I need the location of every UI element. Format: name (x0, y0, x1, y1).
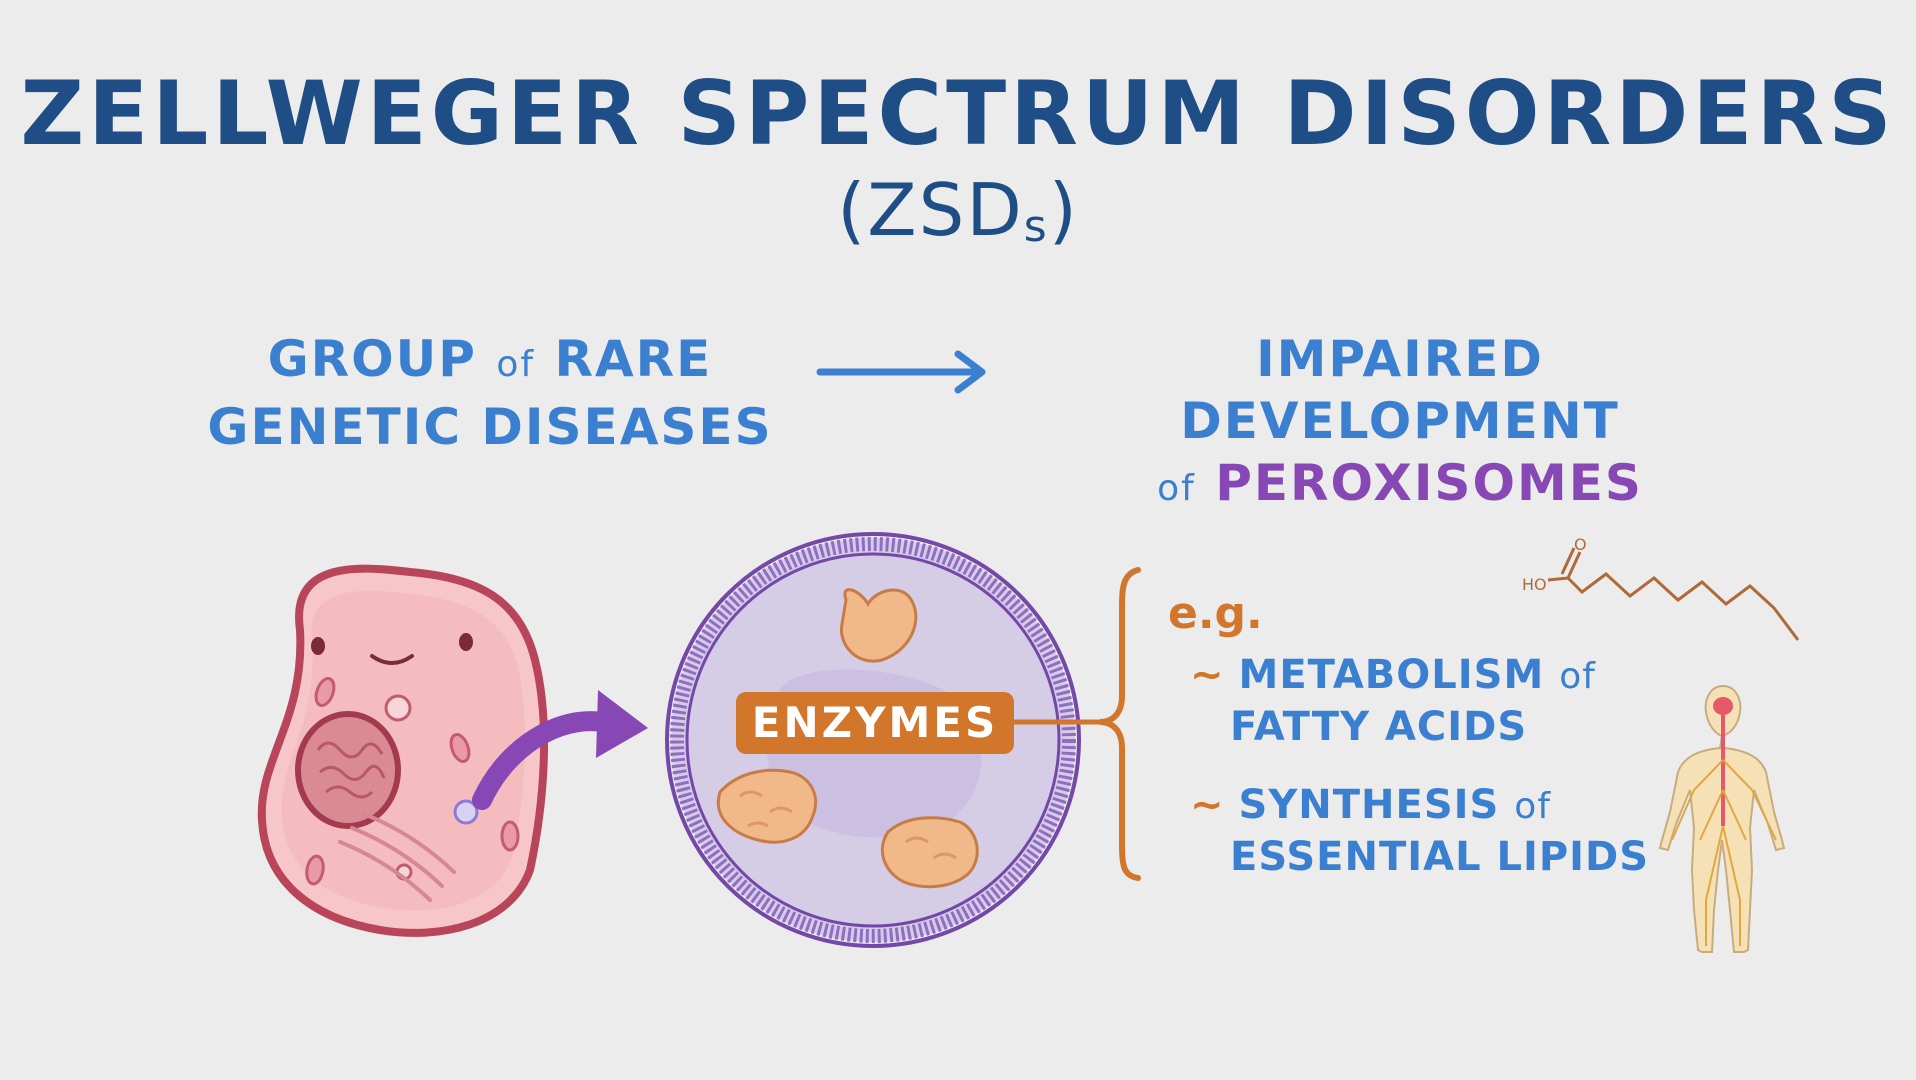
molecule-oxygen-label: O (1574, 535, 1587, 554)
human-body-icon (1658, 684, 1786, 953)
cell-face (311, 633, 473, 665)
left-word-rare: RARE (554, 330, 713, 388)
page-title: ZELLWEGER SPECTRUM DISORDERS (20, 62, 1896, 165)
enzyme-connector (1009, 567, 1141, 881)
definition-right: IMPAIRED DEVELOPMENT of PEROXISOMES (1030, 328, 1770, 520)
enzyme-right (880, 816, 979, 889)
definition-arrow (816, 350, 986, 394)
left-word-of: of (496, 344, 536, 385)
subtitle-main: (ZSD (837, 168, 1024, 252)
bullet1-word-b: FATTY ACIDS (1230, 704, 1528, 750)
left-line-2: GENETIC DISEASES (207, 398, 773, 456)
bullet2-word-b: ESSENTIAL LIPIDS (1230, 834, 1650, 880)
page-subtitle: (ZSDs) (0, 168, 1916, 252)
enzyme-top (840, 588, 918, 663)
eg-label: e.g. (1168, 588, 1263, 639)
right-word-of: of (1157, 468, 1196, 509)
right-line-1: IMPAIRED DEVELOPMENT (1180, 330, 1620, 450)
definition-left: GROUP of RARE GENETIC DISEASES (200, 328, 780, 458)
organelles (305, 677, 520, 902)
cell-illustration (257, 564, 549, 937)
bullet-metabolism: ~ METABOLISM of FATTY ACIDS (1190, 650, 1596, 752)
bullet1-word-a: METABOLISM (1238, 652, 1545, 698)
fatty-acid-molecule: O HO (1522, 535, 1800, 641)
bullet2-word-of: of (1514, 786, 1551, 827)
bullet-synthesis: ~ SYNTHESIS of ESSENTIAL LIPIDS (1190, 780, 1649, 882)
zoom-arrow (472, 690, 648, 810)
left-word-group: GROUP (267, 330, 477, 388)
bullet1-word-of: of (1559, 656, 1596, 697)
bullet-tilde: ~ (1190, 652, 1225, 698)
nucleus (295, 711, 401, 829)
enzyme-left (716, 768, 818, 844)
subtitle-subscript: s (1023, 201, 1049, 252)
bullet2-word-a: SYNTHESIS (1238, 782, 1500, 828)
peroxisomes-highlight: PEROXISOMES (1215, 454, 1643, 512)
enzymes-label: ENZYMES (736, 692, 1014, 754)
subtitle-close: ) (1048, 168, 1079, 252)
molecule-ho-label: HO (1522, 575, 1547, 594)
bullet-tilde: ~ (1190, 782, 1225, 828)
